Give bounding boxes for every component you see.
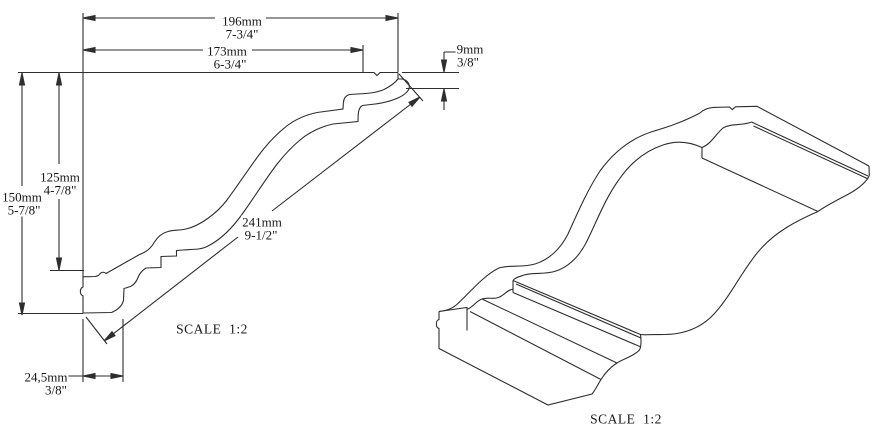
dim-upper-width-mm-label: 173mm xyxy=(206,43,248,59)
dim-total-height-in-label: 5-7/8" xyxy=(6,202,42,218)
dim-9-arrow-up xyxy=(440,88,448,102)
dimension-lines xyxy=(18,13,459,382)
dim-173-arrow-right xyxy=(350,46,364,54)
cornice-3d-view xyxy=(435,105,870,406)
dim-face-length-mm-label: 241mm xyxy=(241,214,283,230)
dim-125-arrow-top xyxy=(55,72,63,86)
far-main-curve xyxy=(640,210,819,336)
dim-top-thickness-mm-label: 9mm xyxy=(455,41,485,57)
dim-back-height-mm-label: 125mm xyxy=(39,169,81,185)
bottom-silhouette xyxy=(435,311,642,406)
dim-241-arrow-upper xyxy=(408,96,421,108)
dim-total-width-mm-label: 196mm xyxy=(221,13,263,29)
dim-total-width-in-label: 7-3/4" xyxy=(224,26,260,42)
profile-back-curve xyxy=(82,72,399,278)
top-flange xyxy=(699,105,870,212)
dim-196-arrow-right xyxy=(385,14,399,22)
dim-245-arrow-left xyxy=(82,372,96,380)
cornice-profile-2d xyxy=(18,13,410,314)
dim-150-line xyxy=(18,73,83,315)
profile-front-curve xyxy=(82,78,410,314)
dim-top-thickness-in-label: 3/8" xyxy=(456,54,480,70)
dim-bottom-width-mm-label: 24,5mm xyxy=(23,369,69,385)
dim-241-arrow-lower xyxy=(103,330,116,342)
dim-back-height-in-label: 4-7/8" xyxy=(42,182,78,198)
dim-150-arrow-bottom xyxy=(18,302,26,316)
dim-9-arrow-down xyxy=(440,59,448,73)
bottom-flange-rails xyxy=(469,279,642,380)
wall-flange-near-face xyxy=(438,306,468,331)
near-outer-curve xyxy=(438,112,701,313)
right-view-scale-label: SCALE 1:2 xyxy=(589,411,663,427)
dim-196-arrow-left xyxy=(82,14,96,22)
left-view-scale-label: SCALE 1:2 xyxy=(175,321,249,337)
dim-245-arrow-right xyxy=(110,372,124,380)
dim-173-arrow-left xyxy=(82,46,96,54)
wall-line xyxy=(79,13,84,313)
ceiling-line xyxy=(18,71,398,77)
dim-total-height-mm-label: 150mm xyxy=(1,189,43,205)
dim-150-arrow-top xyxy=(18,72,26,86)
dim-face-length-in-label: 9-1/2" xyxy=(243,227,279,243)
dim-125-arrow-bottom xyxy=(55,257,63,271)
dim-bottom-width-in-label: 3/8" xyxy=(44,382,68,398)
near-inner-curve xyxy=(512,141,703,281)
dim-241-line xyxy=(85,73,424,345)
near-face-wave xyxy=(466,288,514,311)
dim-upper-width-in-label: 6-3/4" xyxy=(212,56,248,72)
dim-196-line xyxy=(83,13,399,72)
